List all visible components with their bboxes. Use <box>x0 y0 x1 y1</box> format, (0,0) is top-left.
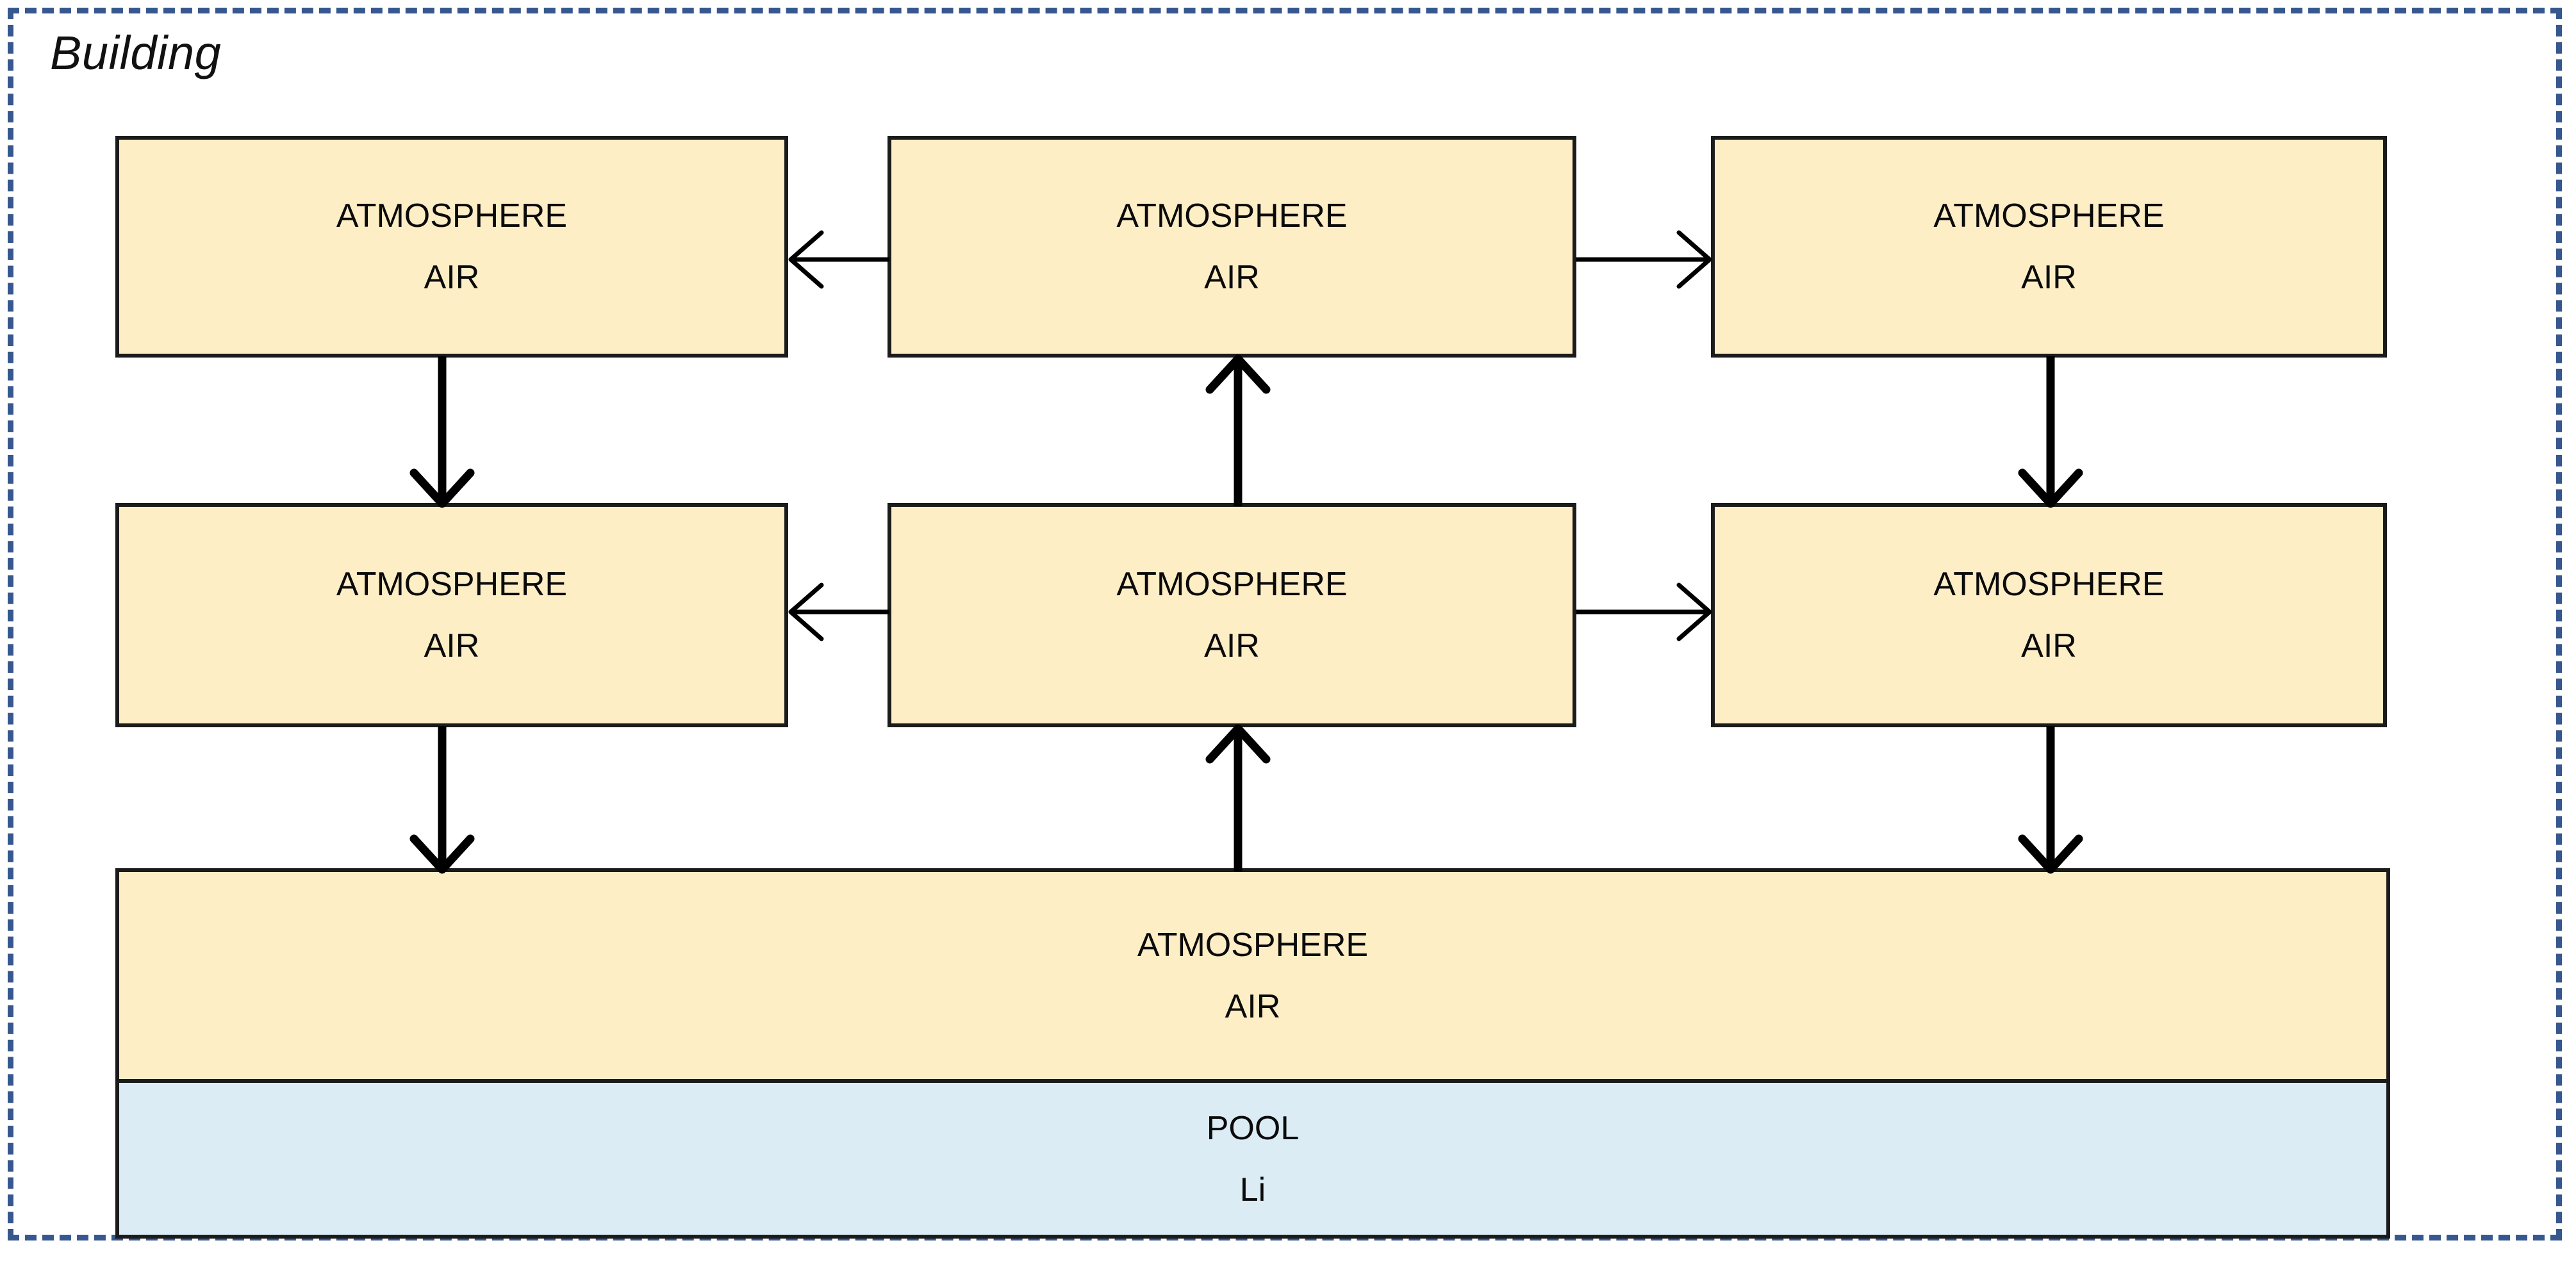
connector-mid-right-to-bottom <box>2006 726 2095 874</box>
connector-mid-center-to-mid-left <box>788 573 889 650</box>
node-atmosphere-top-center[interactable]: ATMOSPHERE AIR <box>888 136 1576 358</box>
node-atmosphere-bottom[interactable]: ATMOSPHERE AIR <box>119 872 2386 1083</box>
node-label-primary: ATMOSPHERE <box>336 566 568 603</box>
node-label-primary: ATMOSPHERE <box>1137 926 1369 964</box>
node-label-primary: ATMOSPHERE <box>1116 197 1348 235</box>
node-label-primary: ATMOSPHERE <box>336 197 568 235</box>
node-label-secondary: AIR <box>2021 259 2077 296</box>
node-label-secondary: AIR <box>424 259 480 296</box>
connector-top-center-to-top-right <box>1576 221 1712 298</box>
node-pool-bottom[interactable]: POOL Li <box>119 1083 2386 1235</box>
node-atmosphere-top-left[interactable]: ATMOSPHERE AIR <box>115 136 788 358</box>
node-label-secondary: AIR <box>1204 259 1260 296</box>
node-group-atmosphere-pool: ATMOSPHERE AIR POOL Li <box>115 868 2390 1239</box>
connector-top-right-to-mid-right <box>2006 356 2095 508</box>
node-label-secondary: AIR <box>424 627 480 664</box>
connector-mid-center-to-top-center <box>1193 354 1283 506</box>
node-label-primary: ATMOSPHERE <box>1933 197 2165 235</box>
connector-mid-center-to-mid-right <box>1576 573 1712 650</box>
connector-mid-left-to-bottom <box>397 726 487 874</box>
node-label-secondary: Li <box>1239 1171 1266 1208</box>
node-label-primary: ATMOSPHERE <box>1116 566 1348 603</box>
node-atmosphere-mid-left[interactable]: ATMOSPHERE AIR <box>115 503 788 727</box>
node-label-primary: POOL <box>1206 1109 1300 1147</box>
node-atmosphere-mid-center[interactable]: ATMOSPHERE AIR <box>888 503 1576 727</box>
connector-top-center-to-top-left <box>788 221 889 298</box>
building-label: Building <box>50 26 222 79</box>
node-label-primary: ATMOSPHERE <box>1933 566 2165 603</box>
connector-top-left-to-mid-left <box>397 356 487 508</box>
node-atmosphere-mid-right[interactable]: ATMOSPHERE AIR <box>1711 503 2387 727</box>
connector-bottom-to-mid-center <box>1193 724 1283 872</box>
node-label-secondary: AIR <box>1225 987 1281 1025</box>
node-label-secondary: AIR <box>1204 627 1260 664</box>
node-label-secondary: AIR <box>2021 627 2077 664</box>
node-atmosphere-top-right[interactable]: ATMOSPHERE AIR <box>1711 136 2387 358</box>
